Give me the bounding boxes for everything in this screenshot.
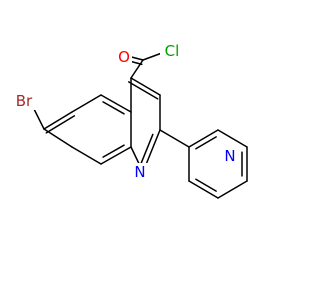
bond bbox=[100, 94, 132, 113]
bond bbox=[217, 129, 248, 148]
bond bbox=[102, 101, 125, 115]
pyridine-nitrogen-label: N bbox=[224, 147, 235, 165]
label-background bbox=[132, 163, 148, 181]
bond bbox=[159, 129, 190, 148]
bond bbox=[217, 180, 248, 199]
bond bbox=[195, 178, 217, 192]
quinoline-nitrogen-label: N bbox=[134, 163, 145, 181]
bond bbox=[43, 128, 73, 148]
oxygen-atom-label: O bbox=[118, 48, 130, 66]
bond bbox=[102, 144, 125, 158]
bond bbox=[71, 146, 102, 165]
bond bbox=[130, 77, 161, 96]
bond bbox=[195, 136, 217, 150]
chlorine-atom-label: Cl bbox=[165, 42, 180, 60]
bond bbox=[130, 59, 144, 79]
label-background bbox=[116, 48, 132, 66]
bond bbox=[127, 81, 159, 100]
bromine-atom-label: Br bbox=[16, 92, 33, 110]
label-background bbox=[160, 42, 184, 60]
bond bbox=[188, 180, 219, 199]
label-background bbox=[11, 92, 37, 110]
molecule-structure: O Cl Br N N bbox=[11, 42, 248, 199]
label-background bbox=[222, 147, 238, 165]
bond bbox=[188, 129, 219, 148]
bond bbox=[45, 115, 76, 134]
bond bbox=[140, 133, 154, 165]
bond bbox=[100, 146, 132, 165]
bond bbox=[43, 111, 73, 130]
bonds bbox=[29, 49, 248, 199]
atom-labels: O Cl Br N N bbox=[11, 42, 238, 181]
bond bbox=[71, 94, 102, 113]
